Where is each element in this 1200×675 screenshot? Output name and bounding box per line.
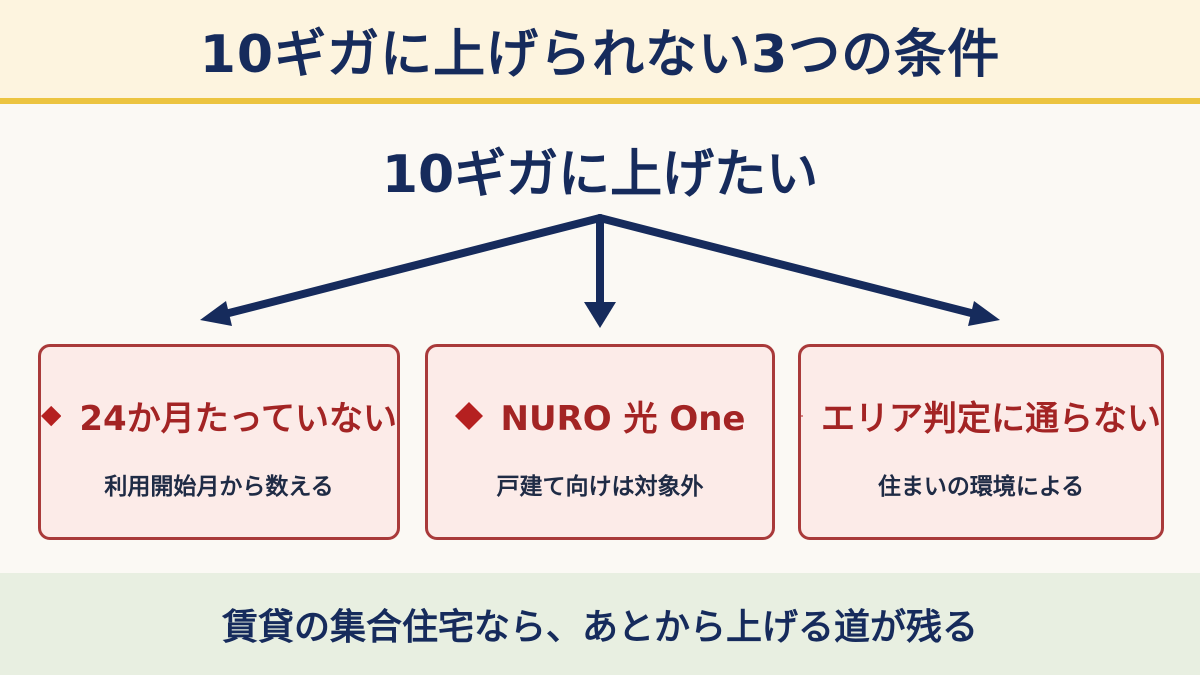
condition-card-2: NURO 光 One 戸建て向けは対象外 <box>425 344 775 540</box>
arrow-right-head <box>968 301 1000 326</box>
condition-card-1: 24か月たっていない 利用開始月から数える <box>38 344 400 540</box>
page-title: 10ギガに上げられない3つの条件 <box>199 24 1001 85</box>
diamond-icon <box>41 405 62 426</box>
arrow-right-line <box>596 214 979 318</box>
condition-subtitle: 戸建て向けは対象外 <box>496 474 704 500</box>
arrow-center-head <box>584 302 616 328</box>
goal-heading: 10ギガに上げたい <box>381 145 819 205</box>
arrow-left-head <box>200 301 232 326</box>
condition-title: NURO 光 One <box>500 399 746 439</box>
footer-note: 賃貸の集合住宅なら、あとから上げる道が残る <box>221 607 978 648</box>
condition-title: 24か月たっていない <box>79 399 397 439</box>
footer-banner: 賃貸の集合住宅なら、あとから上げる道が残る <box>0 573 1200 675</box>
condition-title: エリア判定に通らない <box>821 399 1161 439</box>
diamond-icon <box>801 414 803 417</box>
arrow-left-line <box>221 214 604 318</box>
diamond-icon <box>454 401 483 430</box>
condition-subtitle: 利用開始月から数える <box>104 474 334 500</box>
header-banner: 10ギガに上げられない3つの条件 <box>0 0 1200 98</box>
condition-card-3: エリア判定に通らない 住まいの環境による <box>798 344 1164 540</box>
condition-subtitle: 住まいの環境による <box>877 474 1085 500</box>
header-divider <box>0 98 1200 104</box>
